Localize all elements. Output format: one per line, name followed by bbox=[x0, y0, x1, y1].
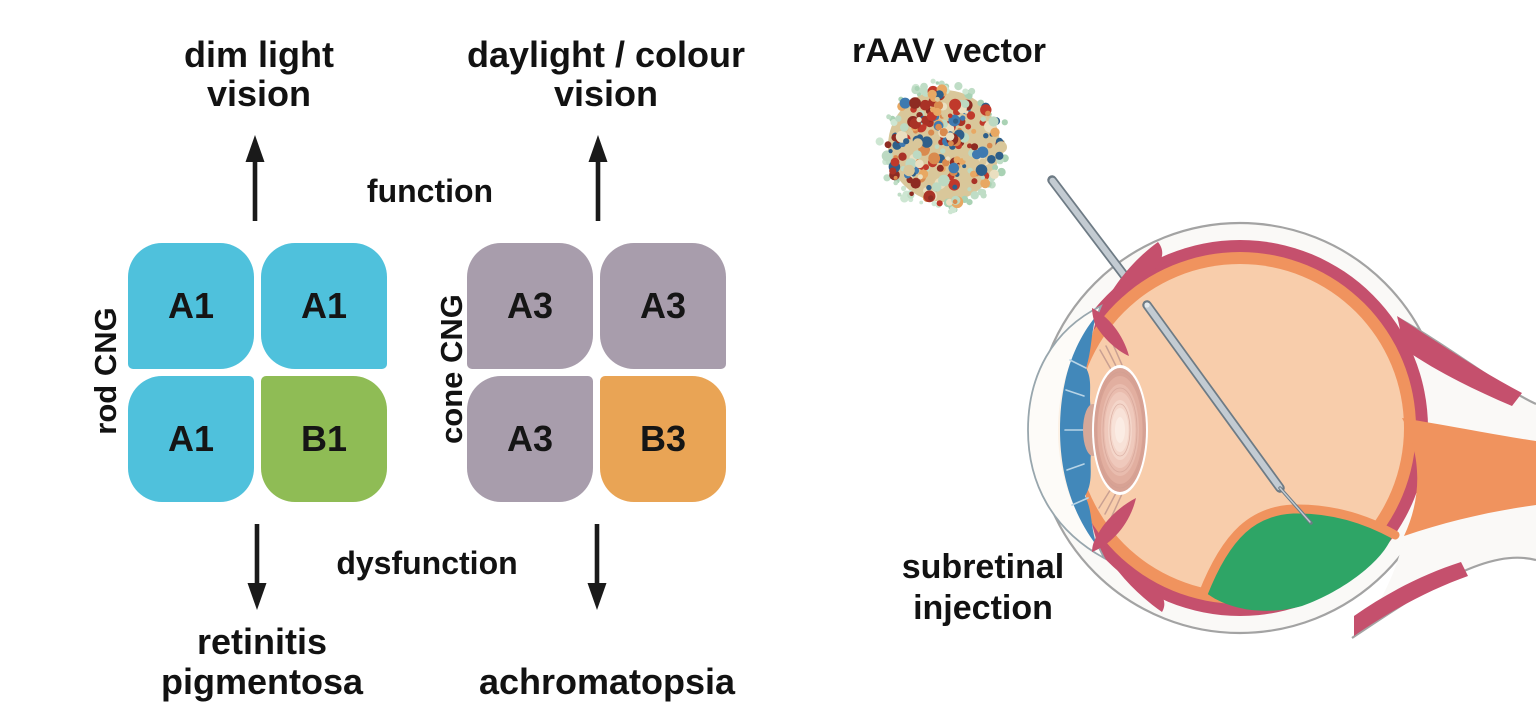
cone-function-label: daylight / colour vision bbox=[466, 35, 746, 113]
needle-highlight bbox=[1144, 302, 1150, 308]
anterior-segment bbox=[1027, 242, 1165, 612]
raav-capsid-illustration bbox=[875, 78, 1009, 215]
subunit-box-cone-a3: A3 bbox=[600, 243, 726, 369]
subunit-box-cone-a3: A3 bbox=[467, 243, 593, 369]
subretinal-injection-label: subretinal injection bbox=[833, 547, 1133, 629]
capsid-speckles bbox=[875, 78, 1009, 215]
subunit-box-cone-b3: B3 bbox=[600, 376, 726, 502]
rod-disease-label: retinitis pigmentosa bbox=[132, 622, 392, 702]
iris bbox=[1060, 316, 1097, 546]
rod-function-label: dim light vision bbox=[119, 35, 399, 113]
choroid-nerve-wedge-bottom bbox=[1354, 562, 1468, 636]
subunit-box-rod-a1: A1 bbox=[261, 243, 387, 369]
down-arrow-icon bbox=[247, 524, 267, 610]
rod-axis-label: rod CNG bbox=[88, 307, 123, 435]
rod-function-line2: vision bbox=[206, 73, 312, 114]
injection-line1: subretinal bbox=[901, 548, 1065, 586]
choroid-nerve-wedge-top bbox=[1397, 316, 1522, 406]
rod-function-line1: dim light bbox=[184, 34, 334, 75]
detached-retina-line bbox=[1198, 504, 1400, 599]
dysfunction-label: dysfunction bbox=[336, 545, 518, 581]
injection-needle-outer bbox=[1047, 175, 1135, 288]
iris-streaks bbox=[1064, 359, 1089, 506]
cone-function-line1: daylight / colour bbox=[466, 34, 745, 75]
subretinal-bleb bbox=[1205, 510, 1392, 611]
subunit-box-rod-a1: A1 bbox=[128, 376, 254, 502]
rod-disease-line1: retinitis bbox=[196, 621, 328, 662]
raav-vector-label: rAAV vector bbox=[852, 32, 1046, 70]
ciliary-body bbox=[1092, 242, 1165, 612]
cone-axis-label: cone CNG bbox=[434, 294, 469, 444]
cone-function-line2: vision bbox=[553, 73, 659, 114]
injection-line2: injection bbox=[913, 589, 1053, 627]
down-arrow-icon bbox=[587, 524, 607, 610]
eye-diagram bbox=[1027, 175, 1536, 639]
subunit-box-rod-b1: B1 bbox=[261, 376, 387, 502]
function-label: function bbox=[366, 173, 494, 209]
subunit-box-rod-a1: A1 bbox=[128, 243, 254, 369]
cone-disease-label: achromatopsia bbox=[478, 661, 736, 702]
up-arrow-icon bbox=[588, 135, 608, 221]
rod-disease-line2: pigmentosa bbox=[160, 661, 364, 702]
optic-nerve bbox=[1402, 418, 1536, 536]
injection-needle-inner bbox=[1142, 300, 1313, 525]
up-arrow-icon bbox=[245, 135, 265, 221]
subunit-box-cone-a3: A3 bbox=[467, 376, 593, 502]
lens bbox=[1092, 365, 1148, 495]
